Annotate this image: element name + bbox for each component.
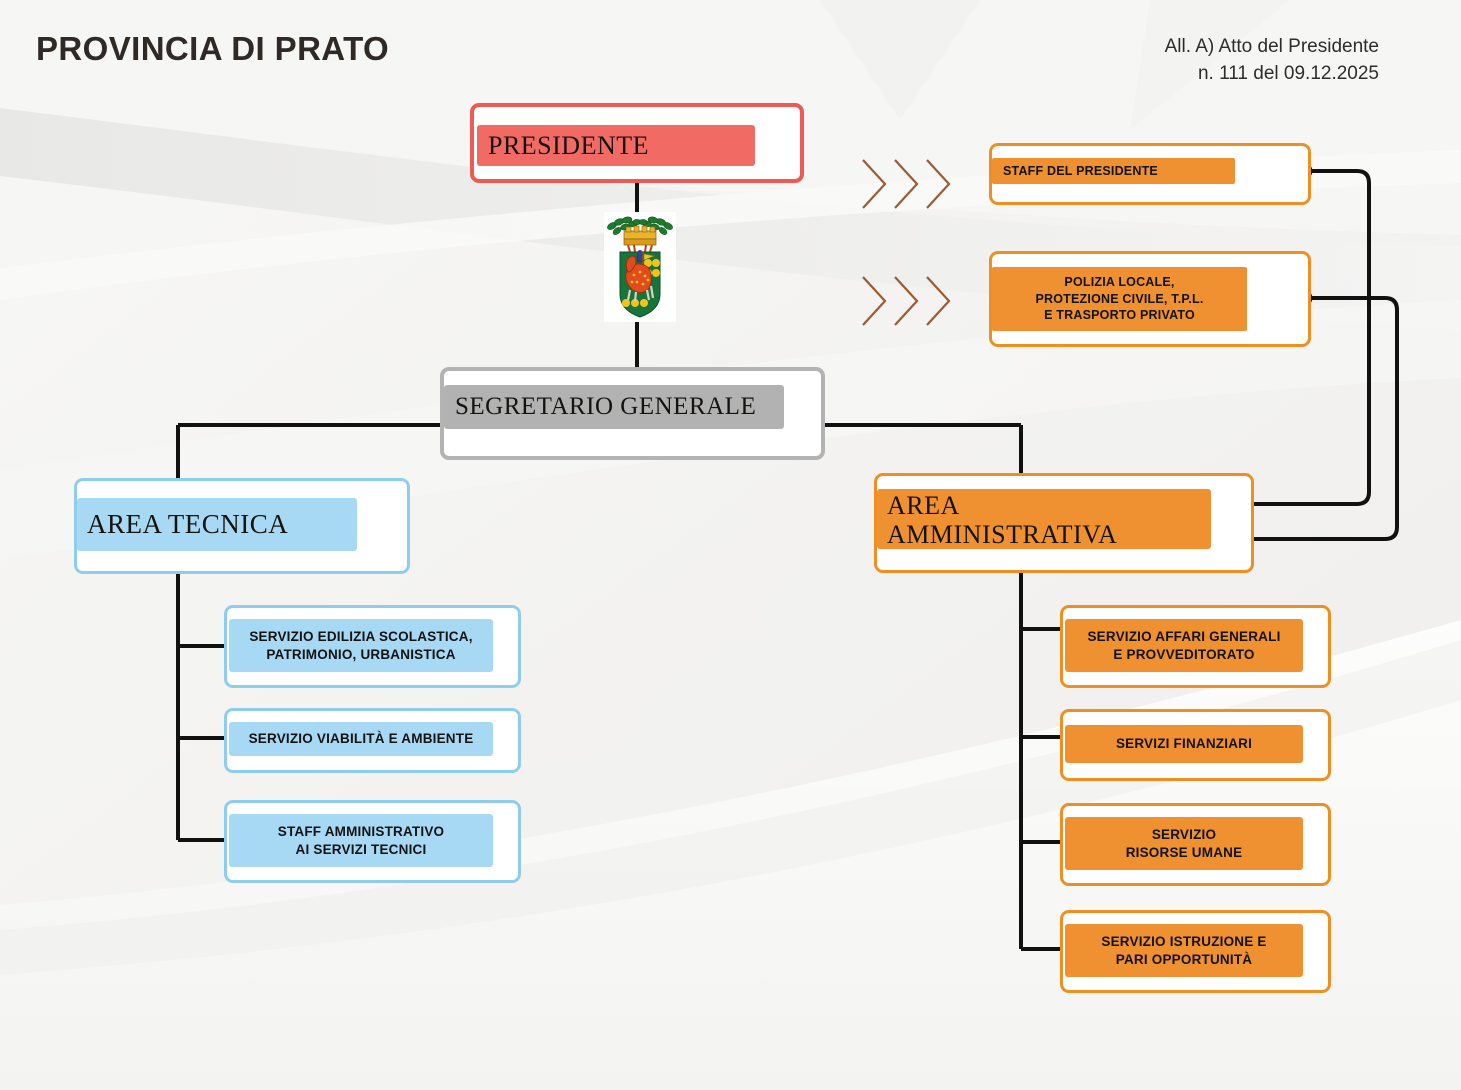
page-title: PROVINCIA DI PRATO	[36, 30, 390, 67]
node-servizio-tecnico-2-line1: SERVIZIO VIABILITÀ E AMBIENTE	[248, 731, 474, 747]
node-servizio-amministrativo-3-bar: SERVIZIO RISORSE UMANE	[1065, 817, 1303, 870]
node-presidente-bar: PRESIDENTE	[477, 125, 755, 166]
node-servizio-amministrativo-3[interactable]: SERVIZIO RISORSE UMANE	[1060, 803, 1331, 886]
node-servizio-amministrativo-4-bar: SERVIZIO ISTRUZIONE E PARI OPPORTUNITÀ	[1065, 924, 1303, 977]
node-area-amministrativa[interactable]: AREA AMMINISTRATIVA	[874, 473, 1254, 573]
node-servizio-amministrativo-4[interactable]: SERVIZIO ISTRUZIONE E PARI OPPORTUNITÀ	[1060, 910, 1331, 993]
node-presidente[interactable]: PRESIDENTE	[470, 103, 804, 183]
node-polizia-locale-label: POLIZIA LOCALE, PROTEZIONE CIVILE, T.P.L…	[1036, 274, 1204, 324]
node-servizio-amministrativo-3-line2: RISORSE UMANE	[1125, 844, 1243, 860]
triple-chevron-right-icon-staff	[862, 159, 951, 209]
node-servizio-amministrativo-2[interactable]: SERVIZI FINANZIARI	[1060, 709, 1331, 781]
node-servizio-amministrativo-3-line1: SERVIZIO	[1151, 826, 1217, 842]
node-servizio-tecnico-3-line1: STAFF AMMINISTRATIVO	[277, 823, 445, 839]
document-reference-line1: All. A) Atto del Presidente	[1164, 36, 1379, 57]
node-area-tecnica-label: AREA TECNICA	[87, 509, 289, 539]
node-servizio-amministrativo-1-bar: SERVIZIO AFFARI GENERALI E PROVVEDITORAT…	[1065, 619, 1303, 672]
triple-chevron-right-icon-polizia	[862, 276, 951, 326]
node-servizio-amministrativo-4-line1: SERVIZIO ISTRUZIONE E	[1101, 933, 1267, 949]
node-servizio-tecnico-3-bar: STAFF AMMINISTRATIVO AI SERVIZI TECNICI	[229, 814, 493, 867]
node-area-tecnica[interactable]: AREA TECNICA	[74, 478, 410, 574]
node-polizia-locale-line3: E TRASPORTO PRIVATO	[1044, 308, 1195, 323]
node-servizio-amministrativo-1-line2: E PROVVEDITORATO	[1113, 646, 1255, 662]
node-servizio-tecnico-1-line2: PATRIMONIO, URBANISTICA	[266, 646, 456, 662]
node-area-tecnica-bar: AREA TECNICA	[77, 498, 357, 551]
document-reference-line2: n. 111 del 09.12.2025	[1197, 63, 1379, 84]
provincia-di-prato-coat-of-arms-icon	[604, 212, 676, 322]
node-servizio-tecnico-2[interactable]: SERVIZIO VIABILITÀ E AMBIENTE	[224, 708, 521, 773]
node-polizia-locale[interactable]: POLIZIA LOCALE, PROTEZIONE CIVILE, T.P.L…	[989, 251, 1311, 347]
node-servizio-tecnico-1[interactable]: SERVIZIO EDILIZIA SCOLASTICA, PATRIMONIO…	[224, 605, 521, 688]
node-servizio-tecnico-1-line1: SERVIZIO EDILIZIA SCOLASTICA,	[249, 628, 473, 644]
node-polizia-locale-line2: PROTEZIONE CIVILE, T.P.L.	[1035, 291, 1204, 306]
node-servizio-amministrativo-1[interactable]: SERVIZIO AFFARI GENERALI E PROVVEDITORAT…	[1060, 605, 1331, 688]
node-polizia-locale-bar: POLIZIA LOCALE, PROTEZIONE CIVILE, T.P.L…	[992, 267, 1247, 331]
node-area-amministrativa-line2: AMMINISTRATIVA	[887, 520, 1118, 550]
node-servizio-amministrativo-2-line1: SERVIZI FINANZIARI	[1115, 736, 1253, 752]
node-polizia-locale-line1: POLIZIA LOCALE,	[1064, 275, 1175, 290]
node-servizio-tecnico-3[interactable]: STAFF AMMINISTRATIVO AI SERVIZI TECNICI	[224, 800, 521, 883]
node-servizio-amministrativo-4-line2: PARI OPPORTUNITÀ	[1115, 951, 1253, 967]
document-reference: All. A) Atto del Presidente n. 111 del 0…	[1165, 33, 1379, 87]
node-segretario-generale-bar: SEGRETARIO GENERALE	[444, 385, 784, 429]
node-area-amministrativa-line1: AREA	[887, 491, 960, 520]
node-presidente-label: PRESIDENTE	[488, 130, 649, 160]
node-area-amministrativa-bar: AREA AMMINISTRATIVA	[877, 489, 1211, 549]
node-servizio-amministrativo-1-line1: SERVIZIO AFFARI GENERALI	[1087, 628, 1281, 644]
node-staff-del-presidente-label: STAFF DEL PRESIDENTE	[1003, 163, 1158, 178]
node-servizio-tecnico-1-bar: SERVIZIO EDILIZIA SCOLASTICA, PATRIMONIO…	[229, 619, 493, 672]
node-segretario-generale[interactable]: SEGRETARIO GENERALE	[440, 367, 825, 460]
node-servizio-tecnico-2-bar: SERVIZIO VIABILITÀ E AMBIENTE	[229, 722, 493, 756]
node-staff-del-presidente-bar: STAFF DEL PRESIDENTE	[992, 158, 1235, 184]
node-servizio-amministrativo-2-bar: SERVIZI FINANZIARI	[1065, 725, 1303, 763]
node-servizio-tecnico-3-line2: AI SERVIZI TECNICI	[295, 841, 427, 857]
node-segretario-generale-label: SEGRETARIO GENERALE	[455, 393, 757, 420]
node-staff-del-presidente[interactable]: STAFF DEL PRESIDENTE	[989, 143, 1311, 205]
